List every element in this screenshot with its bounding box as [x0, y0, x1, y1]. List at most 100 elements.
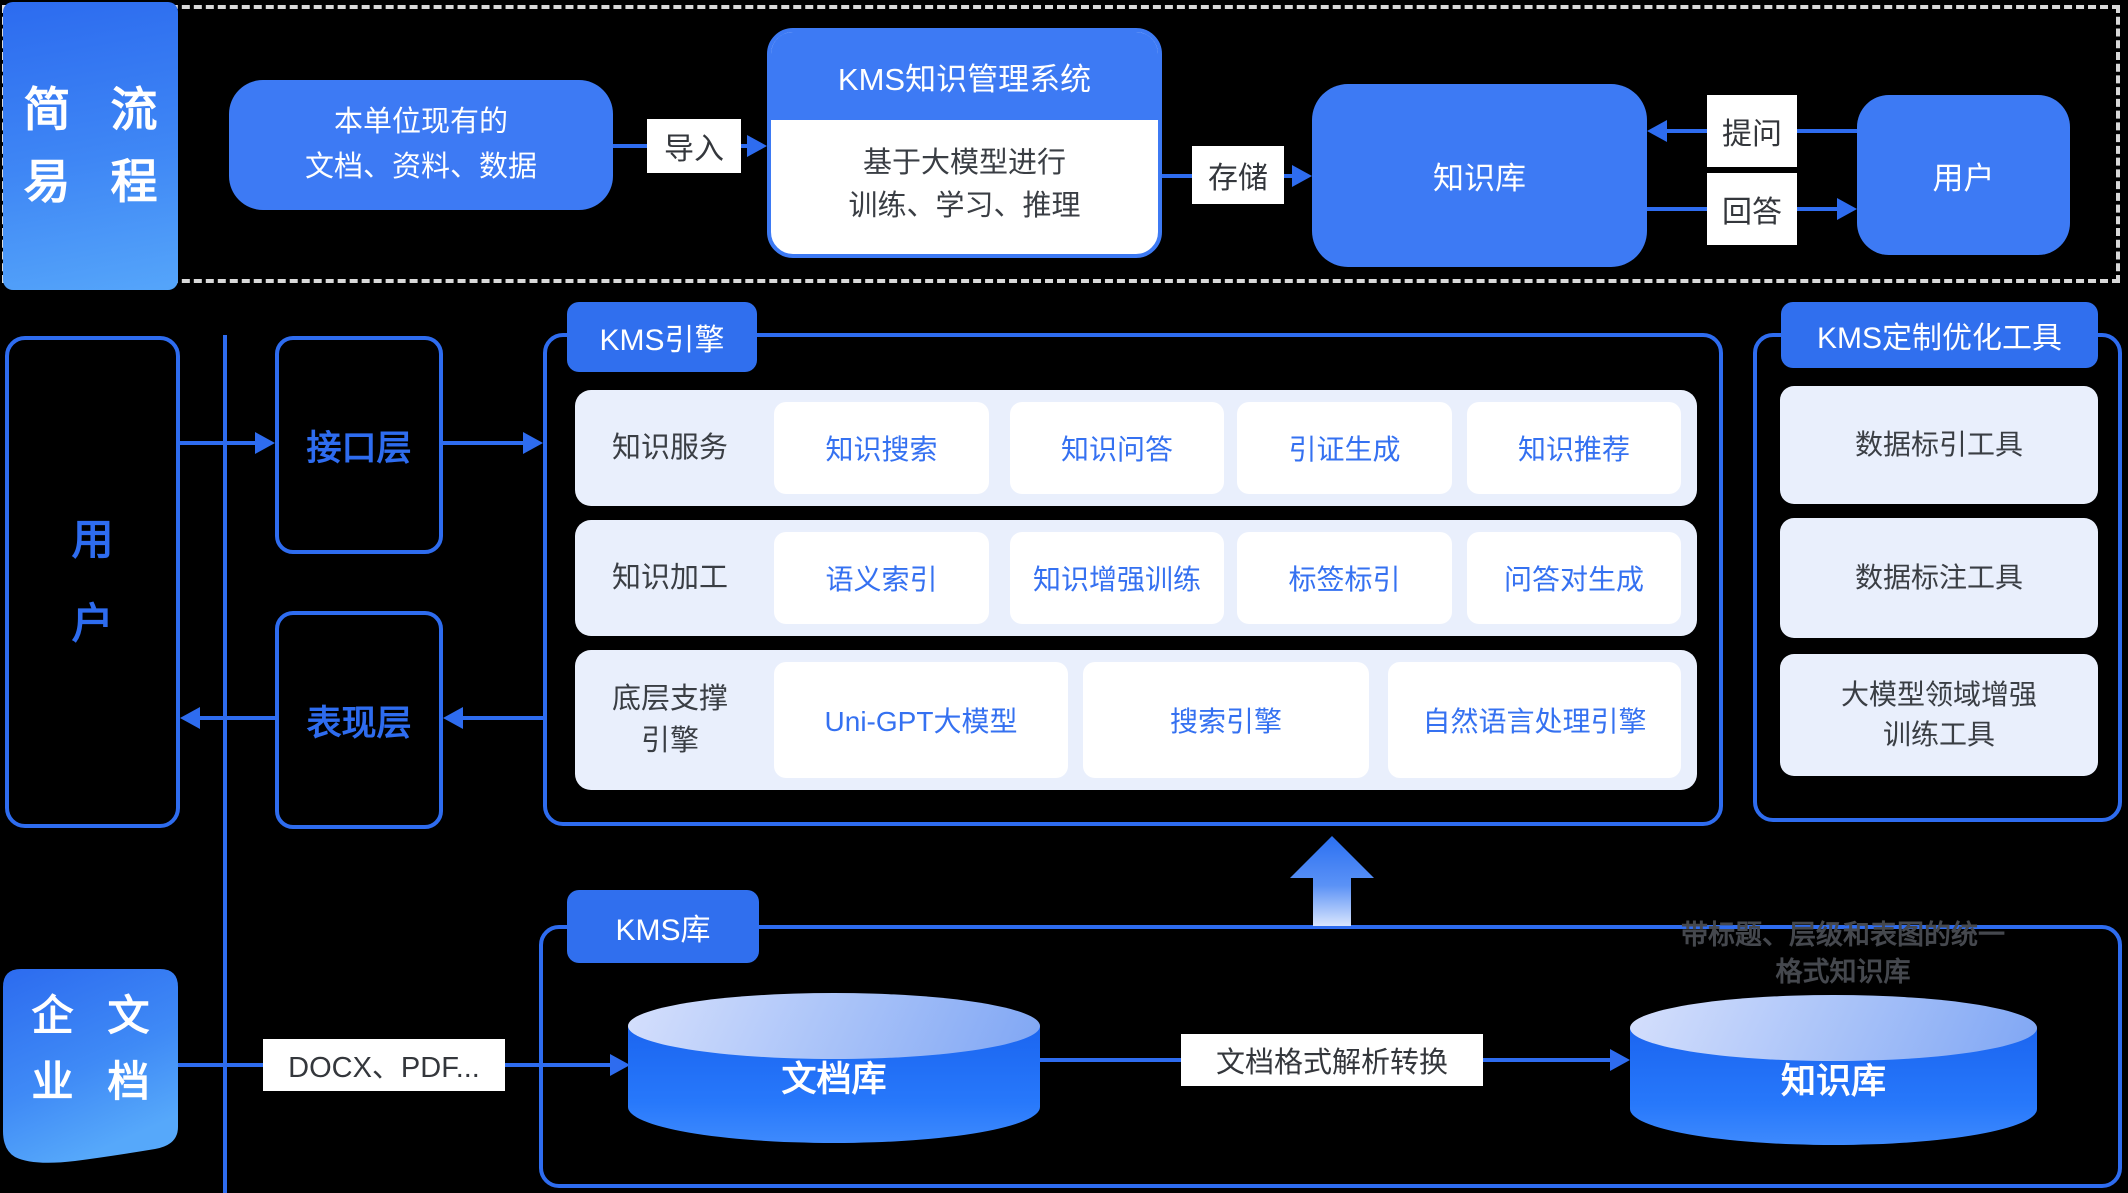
connector-line: [739, 144, 749, 148]
row-label-line: 底层支撑: [611, 683, 728, 715]
user-box-top: 用户: [1857, 95, 2070, 255]
tool-item-line: 数据标注工具: [1854, 562, 2023, 593]
connector-line: [198, 716, 275, 720]
knowledge-store-annotation: 带标题、层级和表图的统一 格式知识库: [1563, 917, 2123, 991]
tool-item-data-indexing: 数据标引工具: [1780, 386, 2098, 504]
kms-system-line1: 基于大模型进行: [862, 147, 1066, 179]
answer-label: 回答: [1707, 173, 1797, 245]
tool-item-domain-training: 大模型领域增强 训练工具: [1780, 654, 2098, 776]
kms-engine-tab: KMS引擎: [567, 302, 757, 372]
row-label-line: 知识服务: [611, 432, 728, 464]
source-docs-line1: 本单位现有的: [333, 106, 508, 138]
source-docs-box: 本单位现有的 文档、资料、数据: [229, 80, 613, 210]
chip-knowledge-search: 知识搜索: [774, 402, 989, 494]
arrowhead-right: [1292, 165, 1312, 187]
upload-arrow: [1290, 836, 1374, 931]
user-panel-char: 用: [71, 516, 114, 563]
enterprise-docs-label: 企 文 业 档: [3, 969, 178, 1165]
kms-system-line2: 训练、学习、推理: [848, 190, 1081, 222]
knowledge-base-box: 知识库: [1312, 84, 1647, 267]
section-label-char: 易: [23, 155, 71, 208]
connector-line: [1647, 207, 1707, 211]
chip-qa-pair-generation: 问答对生成: [1467, 532, 1681, 624]
tool-item-line: 数据标引工具: [1854, 429, 2023, 460]
connector-line: [1483, 1058, 1610, 1062]
enterprise-docs-shape: [3, 969, 178, 1163]
arrowhead-right: [255, 432, 275, 454]
interface-layer-box: 接口层: [275, 336, 443, 554]
kms-system-body: 基于大模型进行 训练、学习、推理: [771, 120, 1158, 228]
connector-line: [1665, 129, 1707, 133]
chip-citation-generation: 引证生成: [1237, 402, 1452, 494]
engine-row-processing-label: 知识加工: [585, 520, 755, 636]
kms-system-header: KMS知识管理系统: [771, 32, 1158, 120]
knowledge-store-label: 知识库: [1780, 1062, 1886, 1101]
docs-label-char: 企: [31, 992, 74, 1039]
chip-knowledge-qa: 知识问答: [1010, 402, 1224, 494]
arrowhead-right: [747, 135, 767, 157]
tool-item-line: 大模型领域增强: [1840, 679, 2037, 710]
engine-row-services-label: 知识服务: [585, 390, 755, 506]
cylinder-top: [628, 993, 1040, 1059]
annotation-line2: 格式知识库: [1775, 957, 1911, 987]
cylinder-top: [1630, 995, 2037, 1061]
chip-knowledge-enhanced-training: 知识增强训练: [1010, 532, 1224, 624]
kms-tools-tab: KMS定制优化工具: [1781, 302, 2098, 368]
user-box-top-label: 用户: [1932, 160, 1995, 196]
document-store-label: 文档库: [781, 1060, 887, 1099]
connector-line: [443, 441, 523, 445]
section-label-row2: 易 程: [24, 146, 158, 218]
knowledge-base-label: 知识库: [1433, 161, 1526, 196]
row-label-line: 引擎: [640, 725, 699, 757]
knowledge-store-cylinder: 知识库: [1630, 995, 2037, 1145]
presentation-layer-label: 表现层: [306, 703, 412, 743]
arrowhead-left: [180, 707, 200, 729]
chip-search-engine: 搜索引擎: [1083, 662, 1369, 778]
chip-nlp-engine: 自然语言处理引擎: [1388, 662, 1681, 778]
connector-line: [180, 441, 257, 445]
chip-semantic-indexing: 语义索引: [774, 532, 989, 624]
vertical-connector-line: [223, 335, 227, 1193]
docs-label-char: 文: [107, 992, 150, 1039]
kms-library-tab: KMS库: [567, 890, 759, 963]
connector-line: [1797, 129, 1857, 133]
arrowhead-right: [1837, 198, 1857, 220]
user-panel: 用 户: [5, 336, 180, 828]
source-docs-line2: 文档、资料、数据: [304, 151, 537, 183]
row-label-line: 知识加工: [611, 562, 728, 594]
arrowhead-right: [610, 1054, 630, 1076]
ask-label: 提问: [1707, 95, 1797, 167]
tool-item-data-annotation: 数据标注工具: [1780, 518, 2098, 638]
engine-row-foundation-label: 底层支撑 引擎: [585, 650, 755, 790]
connector-line: [1162, 174, 1194, 178]
arrowhead-left: [443, 707, 463, 729]
kms-engine-box: [543, 333, 1723, 826]
file-formats-label: DOCX、PDF...: [263, 1039, 505, 1091]
section-label-char: 简: [23, 83, 71, 136]
docs-label-char: 档: [107, 1058, 150, 1105]
presentation-layer-box: 表现层: [275, 611, 443, 829]
section-label-simple-flow: 简 流 易 程: [3, 2, 178, 290]
connector-line: [1284, 174, 1292, 178]
convert-label: 文档格式解析转换: [1181, 1034, 1483, 1086]
store-label: 存储: [1192, 146, 1284, 204]
arrowhead-left: [1647, 120, 1667, 142]
interface-layer-label: 接口层: [306, 428, 412, 468]
connector-line: [1040, 1058, 1181, 1062]
chip-knowledge-recommendation: 知识推荐: [1467, 402, 1681, 494]
section-label-row1: 简 流: [24, 74, 158, 146]
chip-tag-indexing: 标签标引: [1237, 532, 1452, 624]
arrowhead-right: [1610, 1049, 1630, 1071]
user-panel-char: 户: [71, 600, 114, 647]
kms-system-box: KMS知识管理系统 基于大模型进行 训练、学习、推理: [767, 28, 1162, 258]
section-label-char: 流: [110, 83, 158, 136]
connector-line: [1797, 207, 1837, 211]
connector-line: [613, 144, 649, 148]
section-label-char: 程: [110, 155, 158, 208]
kms-system-title: KMS知识管理系统: [837, 61, 1092, 97]
annotation-line1: 带标题、层级和表图的统一: [1681, 920, 2005, 950]
document-store-cylinder: 文档库: [628, 993, 1040, 1143]
docs-label-char: 业: [31, 1058, 74, 1105]
chip-unigpt-model: Uni-GPT大模型: [774, 662, 1068, 778]
